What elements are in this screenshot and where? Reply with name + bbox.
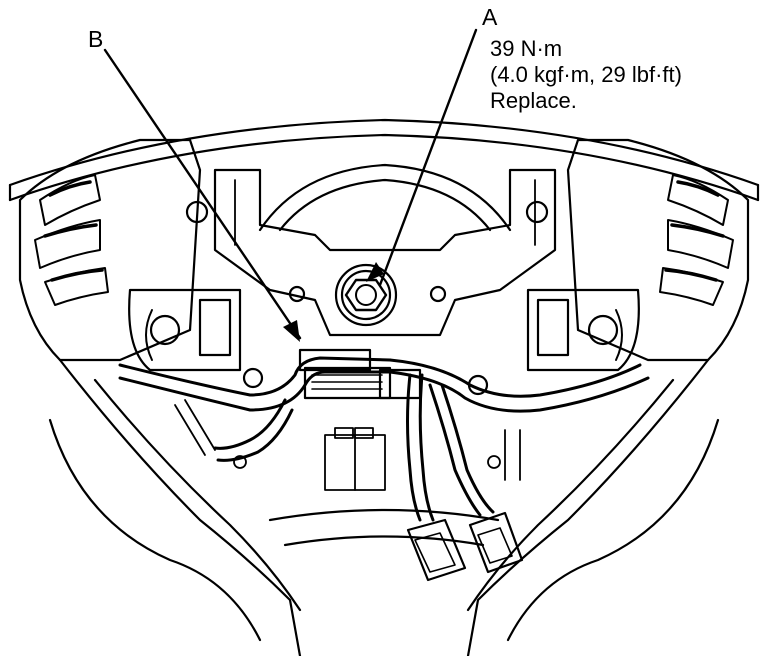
connectors	[406, 511, 524, 582]
lower-body-details	[174, 399, 521, 491]
callout-b-letter: B	[88, 26, 104, 52]
wire-harness	[118, 356, 650, 522]
leader-b	[103, 48, 302, 340]
callout-a-torque-alt: (4.0 kgf·m, 29 lbf·ft)	[490, 62, 682, 87]
center-hub	[185, 163, 557, 337]
center-bolt	[334, 263, 398, 327]
leader-lines	[103, 28, 478, 342]
lower-spoke	[48, 358, 720, 656]
right-switch-panel	[566, 138, 750, 362]
leader-a	[378, 28, 478, 287]
callout-a-note: Replace.	[490, 88, 577, 113]
left-switch-panel	[18, 138, 202, 362]
arrow-a	[366, 262, 384, 282]
wheel-rim	[8, 118, 760, 202]
callout-a-torque-nm: 39 N·m	[490, 36, 563, 61]
harness-clip	[298, 348, 422, 400]
arrow-b	[283, 320, 300, 342]
callout-a-letter: A	[482, 4, 498, 30]
side-brackets	[128, 288, 640, 396]
